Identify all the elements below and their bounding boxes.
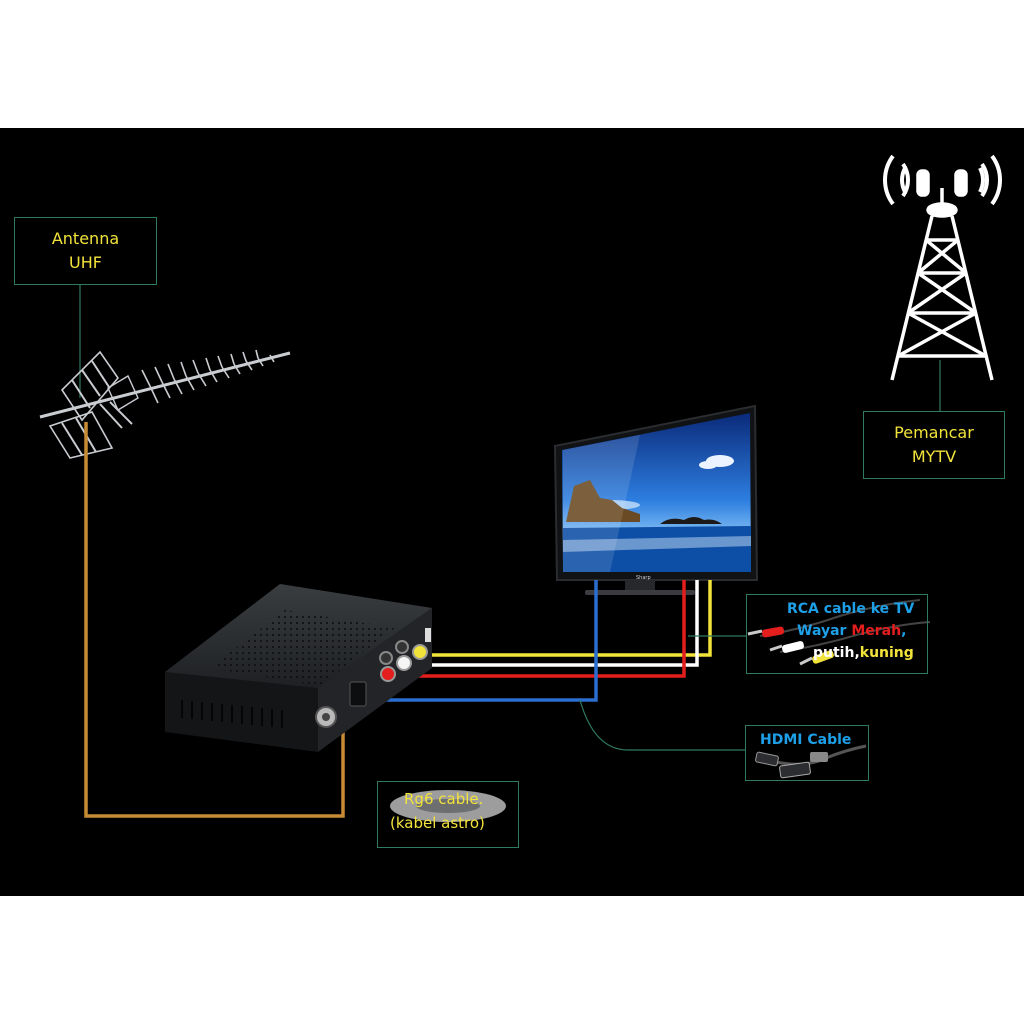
rg6-callout-line1: Rg6 cable.: [404, 790, 484, 808]
connection-diagram: Sharp: [39, 154, 1002, 822]
rca-cable-icon: [747, 599, 931, 666]
hdmi-cable-icon: [755, 744, 867, 779]
rg6-coil-icon: [390, 790, 506, 822]
rca-callout-line3: putih,kuning: [813, 645, 914, 661]
rca-callout-line3-b: kuning: [859, 645, 914, 661]
rca-white-cable: [412, 580, 699, 667]
rca-callout-line2-b: Merah: [851, 623, 902, 639]
rca-callout: RCA cable ke TV Wayar Merah, putih,kunin…: [746, 594, 928, 674]
television-icon: [553, 404, 759, 595]
hdmi-callout: HDMI Cable: [745, 725, 869, 781]
rca-yellow-cable: [428, 580, 712, 657]
rg6-callout-line2: (kabel astro): [390, 814, 485, 832]
hdmi-callout-connector: [579, 699, 745, 751]
rca-callout-line2: Wayar Merah,: [797, 623, 906, 639]
rca-callout-line2-c: ,: [901, 623, 907, 639]
rca-callout-line2-a: Wayar: [797, 623, 852, 639]
transmission-tower-icon: [883, 154, 1002, 381]
coax-cable-icon: [84, 422, 345, 818]
rg6-callout: Rg6 cable. (kabel astro): [377, 781, 519, 848]
antenna-label-line2: UHF: [69, 253, 102, 272]
diagram-stage: Sharp Antenna UHF Pemancar MYTV RCA cabl…: [0, 128, 1024, 896]
transmitter-label: Pemancar MYTV: [863, 411, 1005, 479]
tv-brand-text: Sharp: [636, 575, 651, 581]
hdmi-blue-cable: [360, 580, 598, 702]
transmitter-label-line2: MYTV: [911, 447, 957, 466]
set-top-box-icon: [165, 584, 432, 752]
antenna-label-line1: Antenna: [51, 229, 120, 248]
transmitter-label-line1: Pemancar: [894, 423, 974, 442]
rca-callout-line1: RCA cable ke TV: [787, 601, 915, 617]
yagi-antenna-icon: [39, 349, 291, 459]
rca-red-cable: [396, 580, 686, 678]
antenna-label: Antenna UHF: [14, 217, 157, 285]
hdmi-callout-line1: HDMI Cable: [760, 732, 852, 748]
rca-callout-line3-a: putih,: [813, 645, 860, 661]
